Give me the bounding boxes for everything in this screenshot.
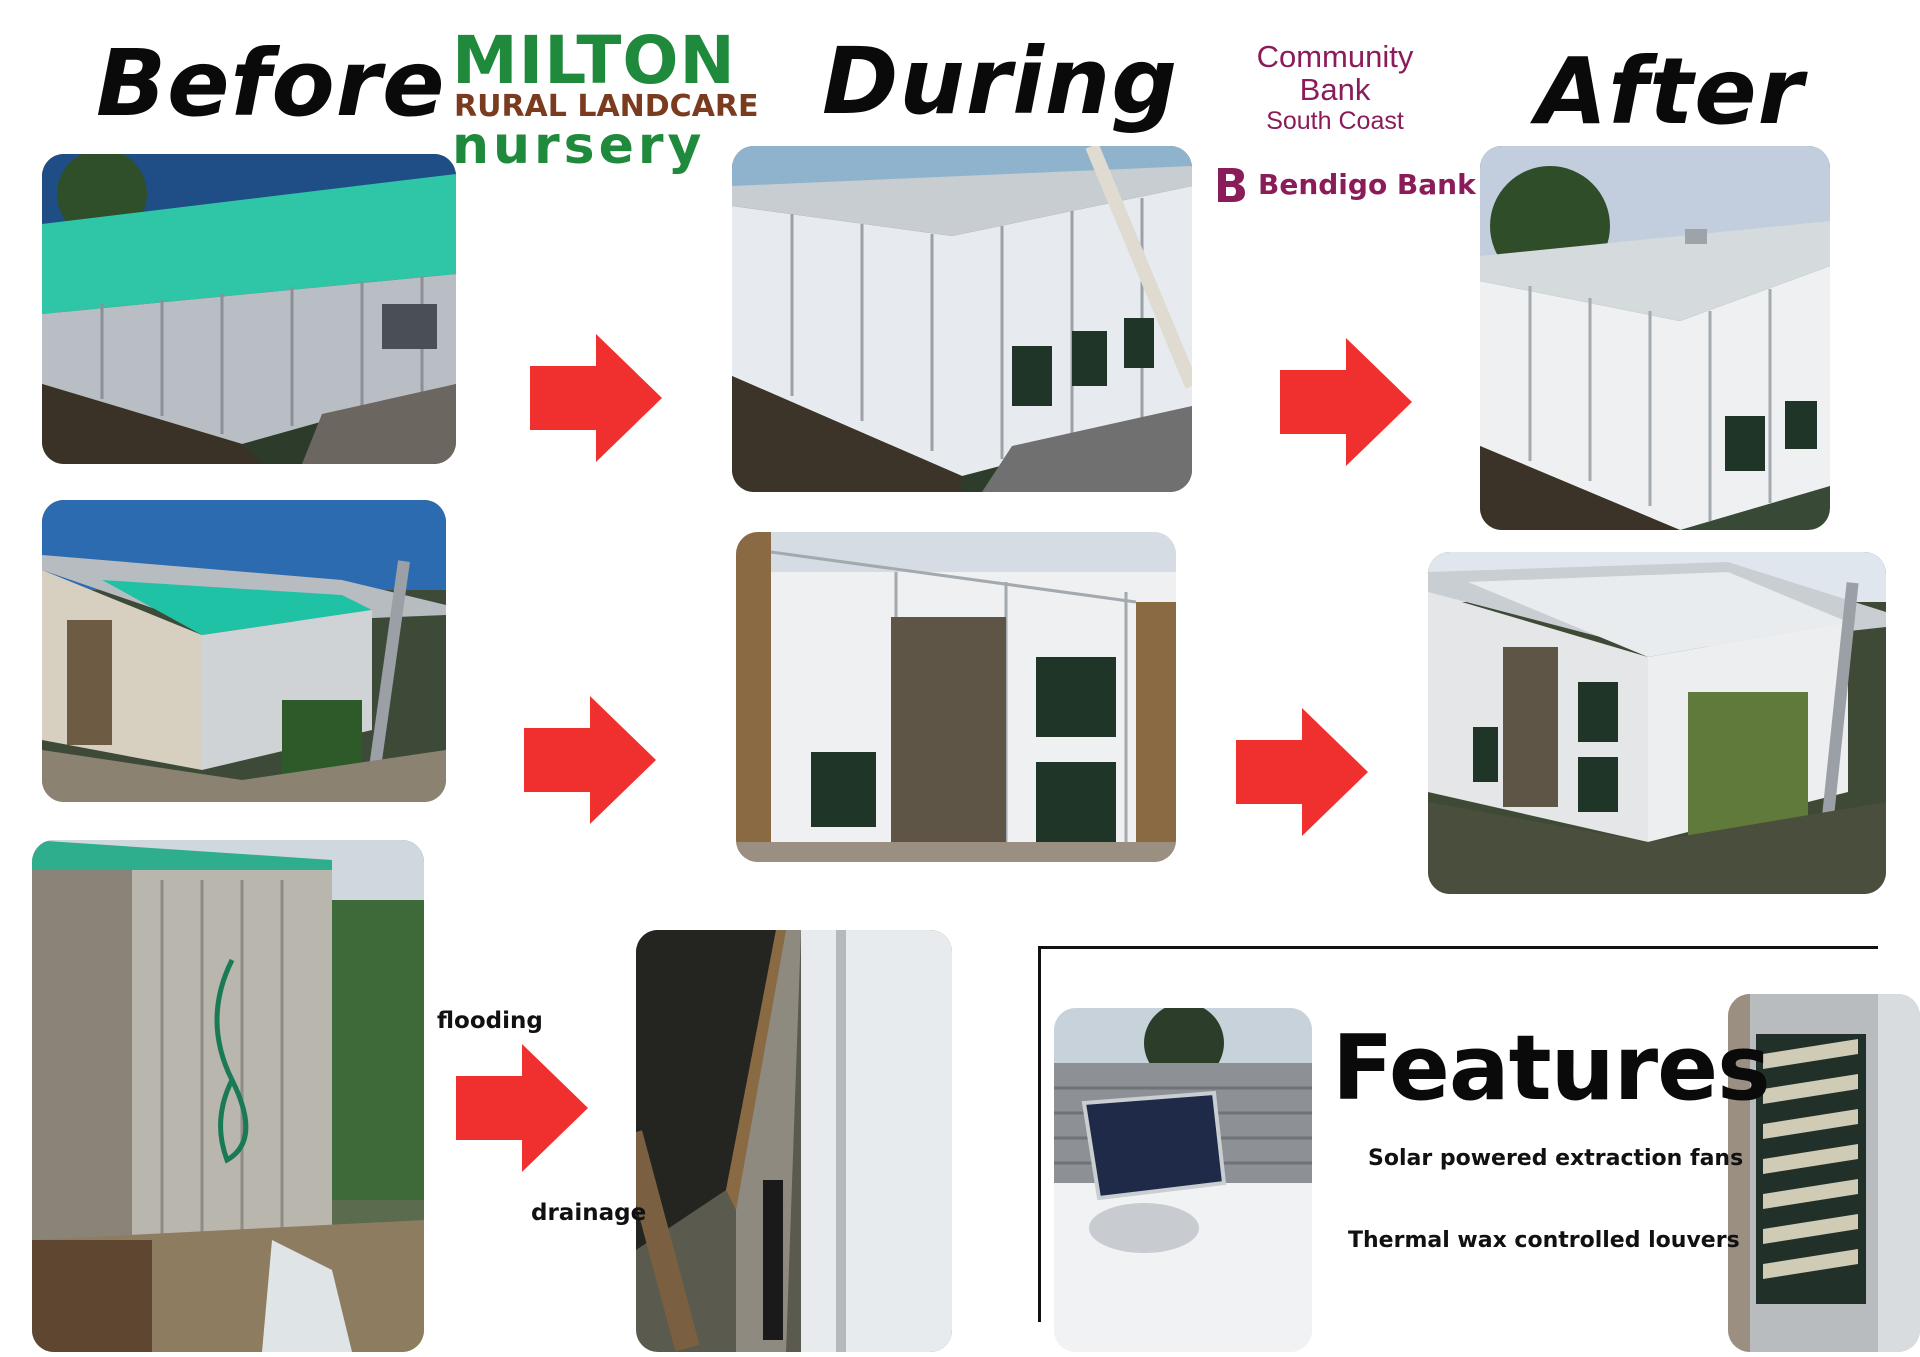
features-divider-top [1038, 946, 1878, 949]
community-bank-line1: Community [1256, 39, 1414, 74]
photo-during-shed-front [736, 532, 1176, 862]
photo-solar-fan [1054, 1008, 1312, 1352]
community-bank-logo: Community Bank South Coast [1230, 40, 1440, 136]
arrow-flooding-to-drainage [456, 1044, 588, 1172]
heading-before: Before [96, 30, 446, 137]
bendigo-b-icon [1218, 168, 1245, 202]
feature-item: Solar powered extraction fans [1368, 1146, 1744, 1171]
arrow-during-to-after-2 [1236, 708, 1368, 836]
photo-before-flooding [32, 840, 424, 1352]
heading-after: After [1536, 38, 1804, 145]
photo-during-shed-side [732, 146, 1192, 492]
community-bank-line3: South Coast [1266, 107, 1404, 135]
photo-after-shed-front [1428, 552, 1886, 894]
milton-logo-title: MILTON [452, 22, 736, 99]
milton-nursery-logo: MILTON RURAL LANDCARE nursery [452, 28, 759, 173]
photo-after-shed-side [1480, 146, 1830, 530]
arrow-before-to-during-1 [530, 334, 662, 462]
feature-item: Thermal wax controlled louvers [1348, 1228, 1740, 1253]
photo-before-shed-side [42, 154, 456, 464]
bendigo-bank-name: Bendigo Bank [1258, 168, 1476, 201]
arrow-before-to-during-2 [524, 696, 656, 824]
bendigo-bank-logo: Bendigo Bank [1216, 166, 1476, 206]
drainage-label: drainage [531, 1200, 647, 1226]
features-divider-left [1038, 946, 1041, 1322]
photo-drainage [636, 930, 952, 1352]
milton-logo-nursery: nursery [452, 116, 706, 176]
heading-during: During [822, 28, 1179, 135]
photo-before-shed-front [42, 500, 446, 802]
milton-logo-subtitle: RURAL LANDCARE [454, 89, 759, 124]
features-title: Features [1332, 1016, 1771, 1121]
arrow-during-to-after-1 [1280, 338, 1412, 466]
community-bank-line2: Bank [1299, 72, 1371, 107]
flooding-label: flooding [437, 1008, 543, 1034]
photo-louvers [1728, 994, 1920, 1352]
